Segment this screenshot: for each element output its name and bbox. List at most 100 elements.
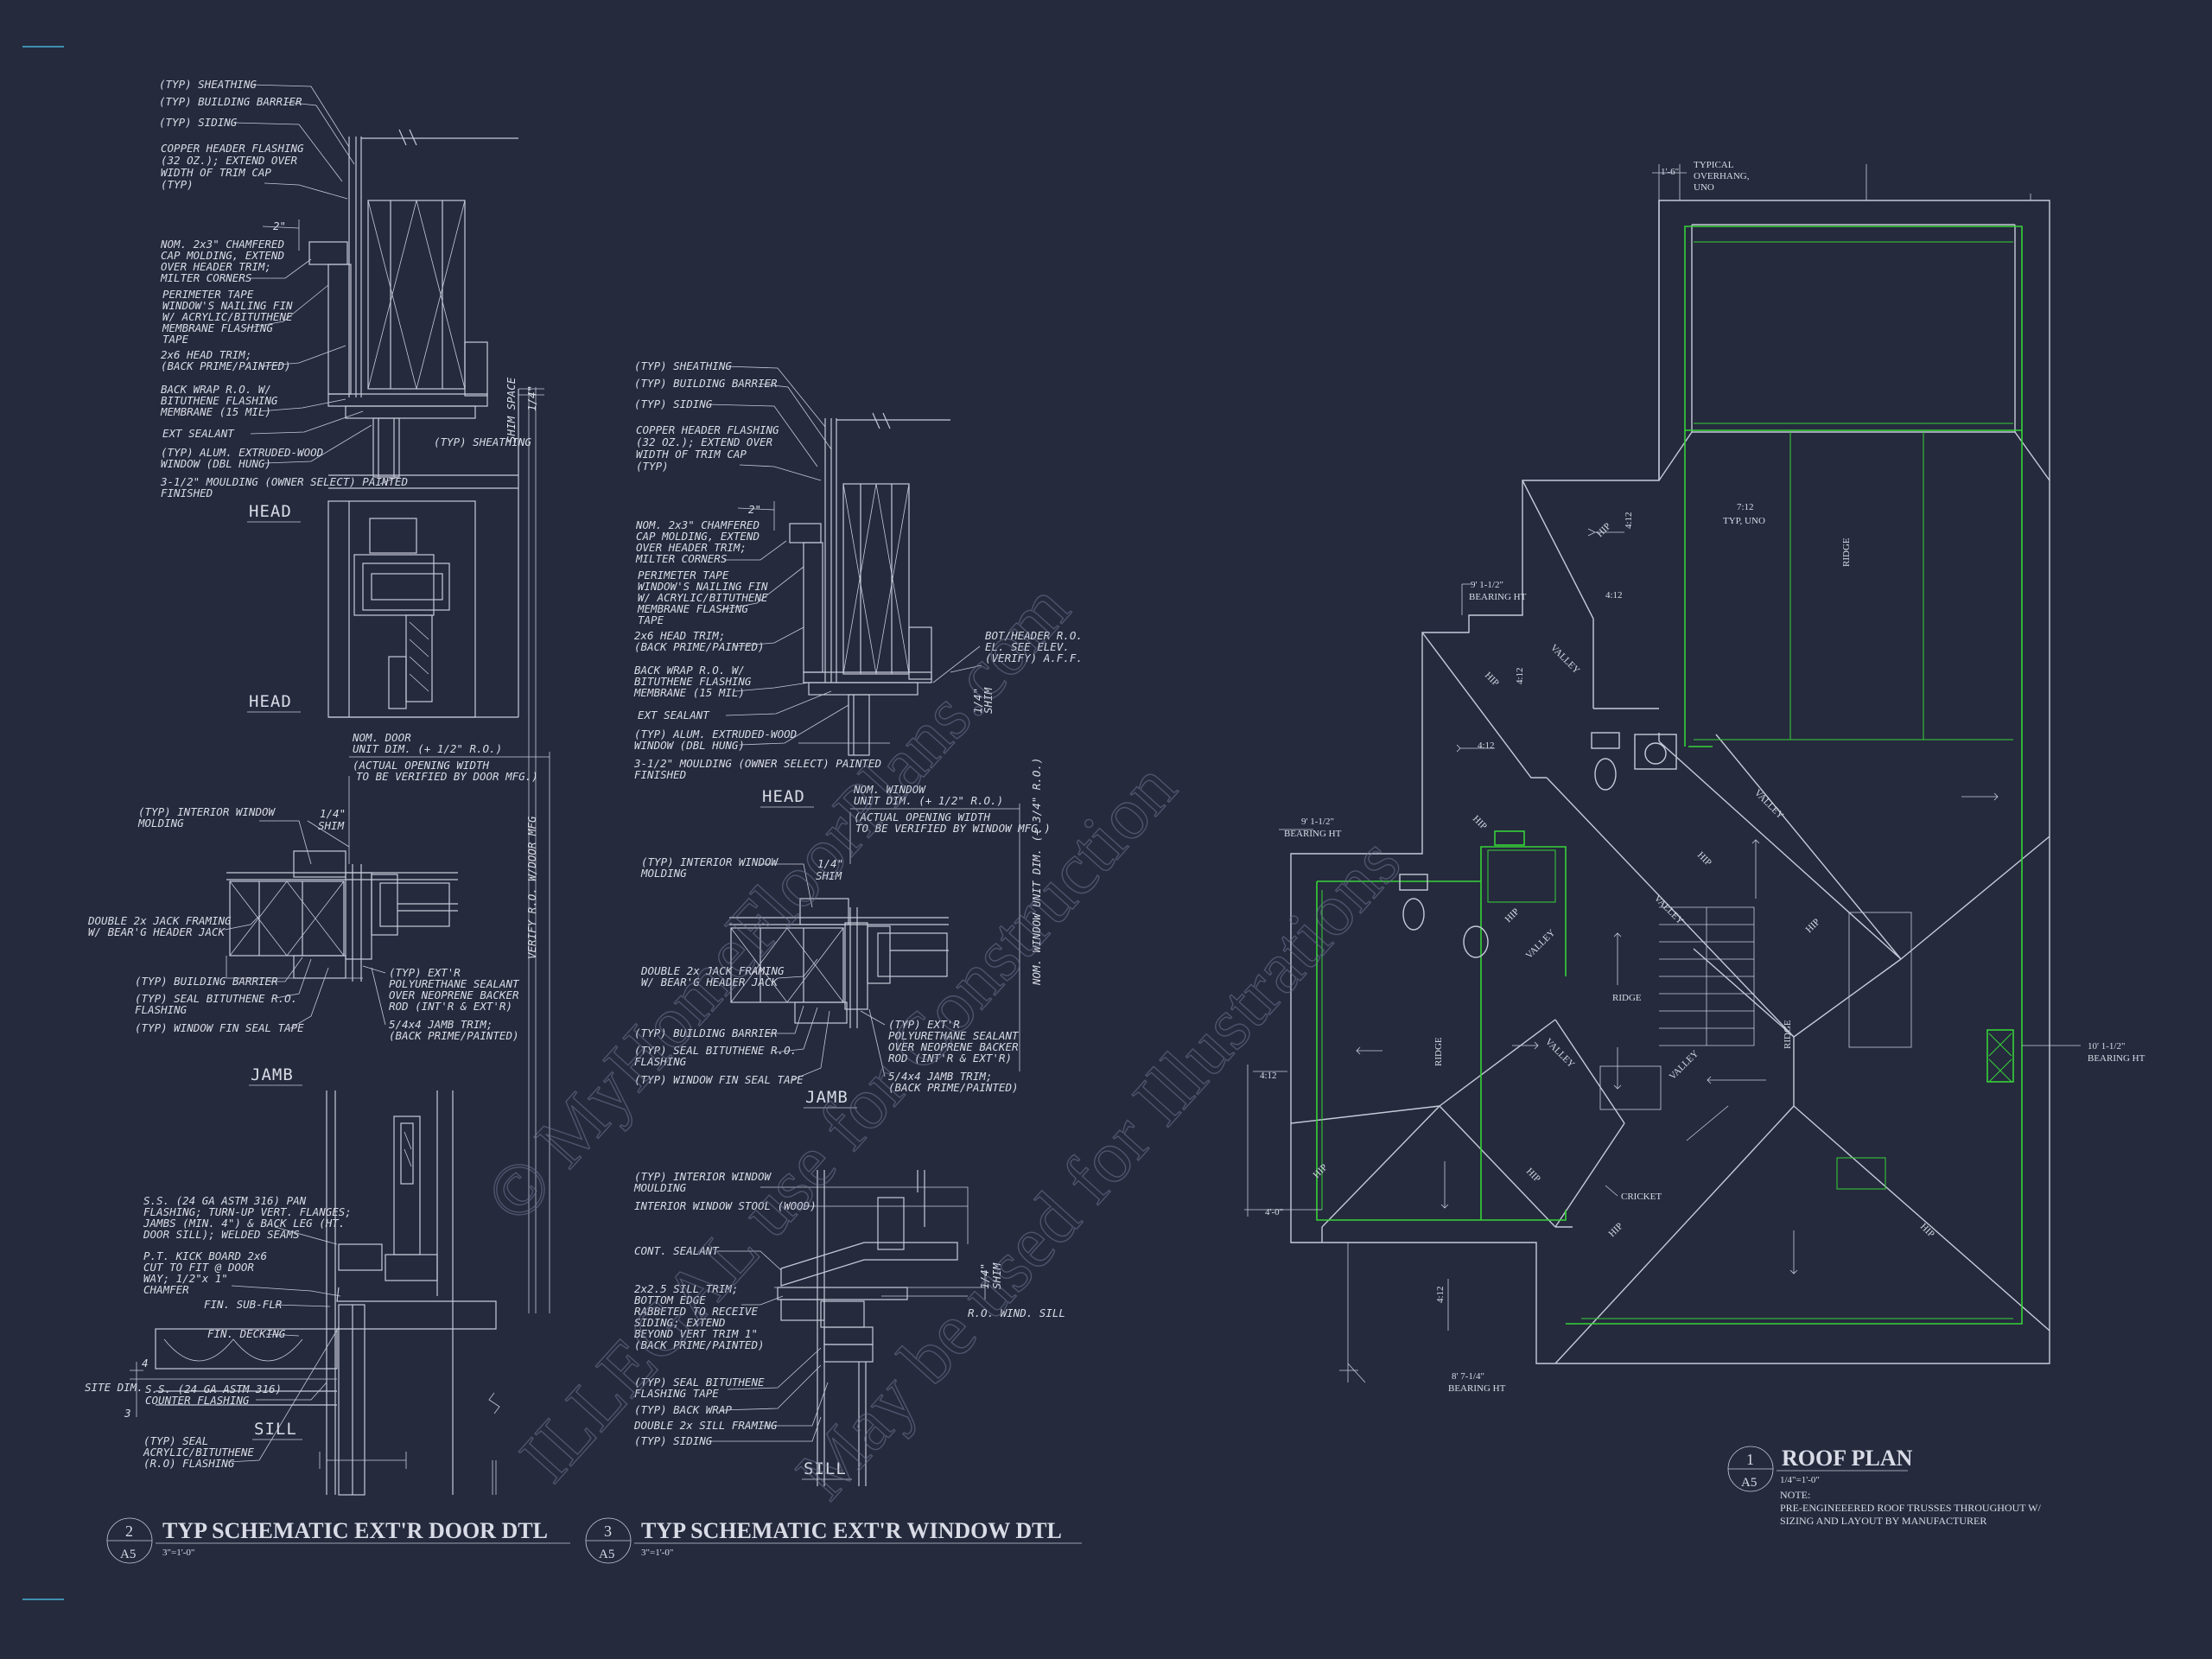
svg-text:SIZING AND LAYOUT BY MANUFACTU: SIZING AND LAYOUT BY MANUFACTURER (1780, 1515, 1986, 1527)
svg-text:(TYP) SIDING: (TYP) SIDING (159, 116, 238, 129)
svg-text:WINDOW (DBL HUNG): WINDOW (DBL HUNG) (634, 739, 745, 752)
window-detail: (TYP) SHEATHING (TYP) BUILDING BARRIER (… (585, 359, 1083, 1564)
svg-text:BOTTOM EDGE: BOTTOM EDGE (634, 1294, 706, 1306)
svg-text:OVERHANG,: OVERHANG, (1694, 171, 1750, 181)
svg-text:WIDTH OF TRIM CAP: WIDTH OF TRIM CAP (636, 448, 747, 461)
svg-text:(TYP) SEAL BITUTHENE R.O.: (TYP) SEAL BITUTHENE R.O. (634, 1044, 797, 1057)
svg-text:(ACTUAL OPENING WIDTH: (ACTUAL OPENING WIDTH (353, 759, 490, 772)
svg-text:8' 7-1/4": 8' 7-1/4" (1452, 1371, 1484, 1382)
svg-text:WIDTH OF TRIM CAP: WIDTH OF TRIM CAP (161, 166, 271, 179)
svg-text:4:12: 4:12 (1478, 741, 1495, 751)
door-detail: (TYP) SHEATHING (TYP) BUILDING BARRIER (… (85, 78, 570, 1564)
svg-text:CUT TO FIT @ DOOR: CUT TO FIT @ DOOR (143, 1261, 254, 1274)
svg-text:W/ ACRYLIC/BITUTHENE: W/ ACRYLIC/BITUTHENE (638, 591, 768, 604)
svg-text:2: 2 (125, 1522, 133, 1540)
svg-text:(TYP) SEAL BITUTHENE: (TYP) SEAL BITUTHENE (634, 1376, 765, 1389)
svg-text:1/4": 1/4" (525, 385, 538, 411)
svg-text:2": 2" (748, 503, 761, 516)
svg-text:OVER NEOPRENE BACKER: OVER NEOPRENE BACKER (389, 988, 519, 1001)
svg-text:(TYP) INTERIOR WINDOW: (TYP) INTERIOR WINDOW (138, 805, 276, 818)
svg-text:(BACK PRIME/PAINTED): (BACK PRIME/PAINTED) (634, 1338, 765, 1351)
svg-text:OVER HEADER TRIM;: OVER HEADER TRIM; (161, 260, 271, 273)
svg-text:R.O. WIND. SILL: R.O. WIND. SILL (968, 1306, 1065, 1319)
svg-text:NOM. WINDOW UNIT DIM. (+ 3/4": NOM. WINDOW UNIT DIM. (+ 3/4" R.O.) (1030, 758, 1043, 986)
svg-text:JAMBS (MIN. 4") & BACK LEG (HT: JAMBS (MIN. 4") & BACK LEG (HT. (143, 1217, 345, 1230)
svg-text:COUNTER FLASHING: COUNTER FLASHING (145, 1394, 250, 1407)
svg-text:SHIM: SHIM (982, 687, 995, 714)
svg-text:BOT/HEADER R.O.: BOT/HEADER R.O. (985, 629, 1083, 642)
svg-text:WINDOW'S NAILING FIN: WINDOW'S NAILING FIN (162, 299, 293, 312)
svg-text:UNIT DIM. (+ 1/2" R.O.): UNIT DIM. (+ 1/2" R.O.) (854, 794, 1003, 807)
svg-text:(TYP) EXT'R: (TYP) EXT'R (888, 1018, 960, 1031)
svg-text:MEMBRANE FLASHING: MEMBRANE FLASHING (637, 602, 748, 615)
svg-text:(TYP) INTERIOR WINDOW: (TYP) INTERIOR WINDOW (641, 855, 779, 868)
svg-text:TYP SCHEMATIC EXT'R WINDOW DTL: TYP SCHEMATIC EXT'R WINDOW DTL (641, 1518, 1062, 1543)
svg-text:COPPER HEADER FLASHING: COPPER HEADER FLASHING (636, 423, 779, 436)
svg-text:7:12: 7:12 (1737, 502, 1754, 512)
svg-text:RABBETED TO RECEIVE: RABBETED TO RECEIVE (634, 1305, 758, 1318)
svg-text:MOULDING: MOULDING (633, 1181, 687, 1194)
svg-text:RIDGE: RIDGE (1433, 1037, 1444, 1066)
svg-text:4:12: 4:12 (1260, 1071, 1277, 1081)
svg-text:S.S. (24 GA ASTM 316): S.S. (24 GA ASTM 316) (145, 1382, 282, 1395)
svg-text:1'-6": 1'-6" (1661, 167, 1679, 177)
door-sill-notes: S.S. (24 GA ASTM 316) PAN FLASHING; TURN… (85, 1194, 352, 1470)
svg-text:(R.O) FLASHING: (R.O) FLASHING (143, 1457, 235, 1470)
svg-text:(TYP) BUILDING BARRIER: (TYP) BUILDING BARRIER (159, 95, 302, 108)
svg-text:COPPER HEADER FLASHING: COPPER HEADER FLASHING (161, 142, 304, 155)
svg-text:(32 OZ.); EXTEND OVER: (32 OZ.); EXTEND OVER (161, 154, 298, 167)
svg-text:UNIT DIM. (+ 1/2" R.O.): UNIT DIM. (+ 1/2" R.O.) (353, 742, 502, 755)
svg-text:FLASHING; TURN-UP VERT. FLANGE: FLASHING; TURN-UP VERT. FLANGES; (143, 1205, 352, 1218)
roof-outline (1290, 200, 2050, 1364)
svg-text:OVER NEOPRENE BACKER: OVER NEOPRENE BACKER (888, 1040, 1019, 1053)
svg-text:ROOF PLAN: ROOF PLAN (1782, 1446, 1913, 1471)
svg-text:FLASHING TAPE: FLASHING TAPE (634, 1387, 719, 1400)
svg-text:(TYP) BUILDING BARRIER: (TYP) BUILDING BARRIER (634, 377, 778, 390)
svg-text:(TYP) SHEATHING: (TYP) SHEATHING (159, 78, 257, 91)
svg-text:SILL: SILL (804, 1459, 847, 1478)
svg-text:(TYP) WINDOW FIN SEAL TAPE: (TYP) WINDOW FIN SEAL TAPE (135, 1021, 304, 1034)
door-detail-title: 2 A5 TYP SCHEMATIC EXT'R DOOR DTL 3"=1'-… (106, 1517, 570, 1564)
svg-text:TYP, UNO: TYP, UNO (1723, 516, 1765, 526)
window-head-notes: (TYP) SHEATHING (TYP) BUILDING BARRIER (… (633, 359, 1083, 808)
svg-text:10' 1-1/2": 10' 1-1/2" (2088, 1041, 2125, 1052)
svg-text:FINISHED: FINISHED (634, 768, 686, 781)
svg-text:TYP SCHEMATIC EXT'R DOOR DTL: TYP SCHEMATIC EXT'R DOOR DTL (162, 1518, 548, 1543)
svg-text:A5: A5 (599, 1548, 614, 1561)
svg-text:W/ ACRYLIC/BITUTHENE: W/ ACRYLIC/BITUTHENE (162, 310, 293, 323)
svg-text:EXT SEALANT: EXT SEALANT (162, 427, 235, 440)
svg-text:NOTE:: NOTE: (1780, 1489, 1810, 1501)
svg-text:S.S. (24 GA ASTM 316) PAN: S.S. (24 GA ASTM 316) PAN (143, 1194, 307, 1207)
svg-text:WINDOW (DBL HUNG): WINDOW (DBL HUNG) (161, 457, 271, 470)
svg-text:TAPE: TAPE (638, 613, 664, 626)
svg-text:HEAD: HEAD (762, 787, 805, 806)
svg-text:TAPE: TAPE (162, 333, 189, 346)
svg-text:2x2.5 SILL TRIM;: 2x2.5 SILL TRIM; (634, 1282, 738, 1295)
svg-text:CRICKET: CRICKET (1621, 1192, 1662, 1202)
svg-text:HEAD: HEAD (249, 692, 292, 711)
svg-text:BEARING HT: BEARING HT (1469, 592, 1527, 602)
svg-text:SHIM: SHIM (990, 1262, 1003, 1289)
svg-text:SILL: SILL (254, 1420, 297, 1439)
svg-text:PERIMETER TAPE: PERIMETER TAPE (162, 288, 254, 301)
svg-text:SIDING; EXTEND: SIDING; EXTEND (634, 1316, 725, 1329)
svg-text:(TYP) SIDING: (TYP) SIDING (634, 397, 713, 410)
svg-text:1/4": 1/4" (971, 688, 984, 714)
door-sill-section (130, 1090, 500, 1496)
svg-text:1/4": 1/4" (320, 807, 346, 820)
svg-text:2x6 HEAD TRIM;: 2x6 HEAD TRIM; (634, 629, 725, 642)
door-jamb-notes: (TYP) INTERIOR WINDOW MOLDING 1/4" SHIM … (87, 805, 520, 1086)
svg-text:(TYP) SEAL: (TYP) SEAL (143, 1434, 208, 1447)
svg-text:(BACK PRIME/PAINTED): (BACK PRIME/PAINTED) (389, 1029, 519, 1042)
svg-text:2": 2" (273, 219, 286, 232)
svg-text:(BACK PRIME/PAINTED): (BACK PRIME/PAINTED) (634, 640, 765, 653)
svg-text:SHIM SPACE: SHIM SPACE (505, 377, 518, 442)
svg-text:BEYOND VERT TRIM 1": BEYOND VERT TRIM 1" (634, 1327, 758, 1340)
roof-plan-title: 1 A5 ROOF PLAN 1/4"=1'-0" NOTE: PRE-ENGI… (1727, 1446, 2041, 1527)
svg-text:RIDGE: RIDGE (1841, 537, 1852, 567)
svg-text:4:12: 4:12 (1624, 512, 1634, 529)
svg-text:ROD (INT'R & EXT'R): ROD (INT'R & EXT'R) (888, 1052, 1012, 1065)
svg-text:DOUBLE 2x JACK FRAMING: DOUBLE 2x JACK FRAMING (87, 914, 232, 927)
svg-text:BITUTHENE FLASHING: BITUTHENE FLASHING (161, 394, 278, 407)
